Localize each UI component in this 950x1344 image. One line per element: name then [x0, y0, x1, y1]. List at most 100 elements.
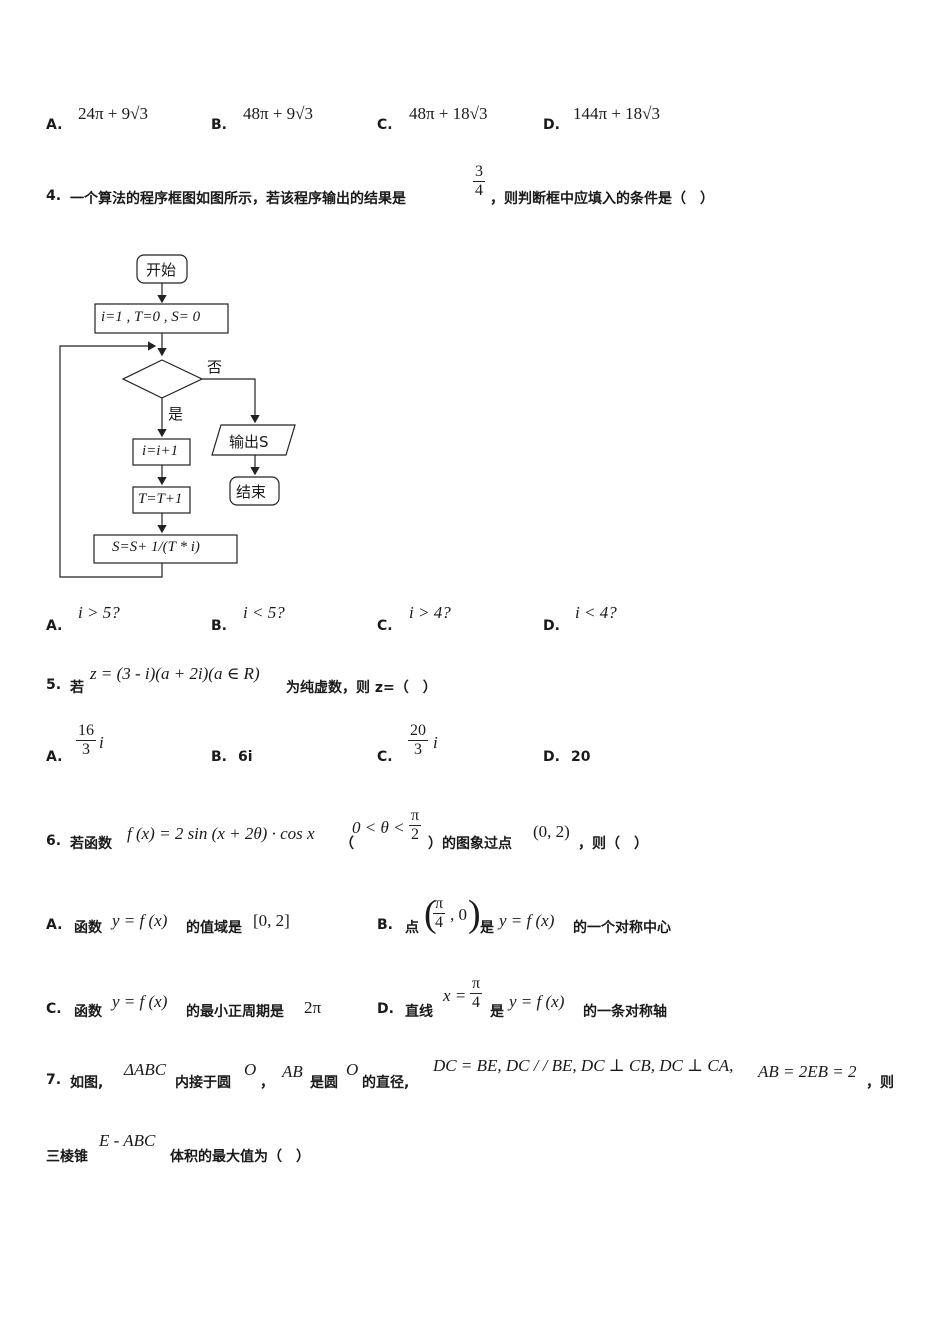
math-expression: E - ABC — [99, 1131, 156, 1150]
math-expression: O — [346, 1060, 359, 1079]
fraction-numerator: 16 — [76, 722, 96, 741]
math-expression: x = — [443, 986, 467, 1005]
fraction: 20 3 — [408, 722, 428, 759]
question-text: ， — [260, 1075, 274, 1091]
step3-label: S=S+ 1/(T * i) — [112, 539, 200, 555]
end-label: 结束 — [236, 483, 267, 501]
math-expression: z = (3 - i)(a + 2i)(a ∈ R) — [90, 664, 260, 683]
option-label: C. — [46, 1001, 62, 1017]
option-label: C. — [377, 618, 393, 634]
question-text: ，则 — [866, 1075, 894, 1091]
math-expression: f (x) = 2 sin (x + 2θ) · cos x — [127, 824, 315, 843]
math-expression: y = f (x) — [509, 992, 565, 1011]
step3-box — [93, 534, 238, 564]
option-label: D. — [543, 749, 560, 765]
option-label: B. — [377, 917, 393, 933]
option-text: 函数 — [74, 920, 102, 936]
fraction-numerator: 20 — [408, 722, 428, 741]
math-expression: y = f (x) — [499, 911, 555, 930]
question-text: （ — [340, 836, 354, 852]
math-expression: [0, 2] — [253, 911, 290, 930]
paren-left: ( — [424, 893, 437, 935]
math-expression: AB = 2EB = 2 — [758, 1062, 857, 1081]
option-label: D. — [543, 618, 560, 634]
option-text: 的一个对称中心 — [573, 920, 671, 936]
option-text: 48π + 18√3 — [409, 104, 488, 123]
option-label: A. — [46, 749, 63, 765]
step2-label: T=T+1 — [138, 491, 183, 507]
option-label: C. — [377, 749, 393, 765]
question-text: 体积的最大值为（ ） — [170, 1149, 310, 1165]
fraction: π 4 — [433, 895, 446, 932]
math-expression: ΔABC — [124, 1060, 167, 1079]
option-label: D. — [377, 1001, 394, 1017]
end-box — [229, 476, 280, 506]
fraction-denominator: 4 — [475, 182, 483, 199]
fraction-numerator: π — [433, 895, 446, 914]
math-expression: 0 < θ < — [352, 818, 405, 837]
question-text: 内接于圆 — [175, 1075, 231, 1091]
option-text: 的一条对称轴 — [583, 1004, 667, 1020]
fraction: 3 4 — [473, 163, 485, 200]
paren-right: ) — [468, 893, 481, 935]
decision-diamond — [121, 359, 204, 399]
math-expression: y = f (x) — [112, 992, 168, 1011]
start-label: 开始 — [146, 261, 177, 279]
output-label: 输出S — [229, 433, 269, 451]
step1-label: i=i+1 — [142, 443, 179, 459]
math-expression: y = f (x) — [112, 911, 168, 930]
fraction-numerator: π — [409, 807, 422, 826]
option-text: 是 — [490, 1004, 504, 1020]
option-text: 函数 — [74, 1004, 102, 1020]
imaginary-unit: i — [99, 733, 104, 752]
question-text: 的直径, — [362, 1075, 410, 1091]
option-text: 的值域是 — [186, 920, 242, 936]
option-label: D. — [543, 117, 560, 133]
question-text: 为纯虚数，则 z=（ ） — [286, 680, 437, 696]
option-text: 直线 — [405, 1004, 433, 1020]
question-text: 一个算法的程序框图如图所示，若该程序输出的结果是 — [70, 191, 406, 207]
option-text: i < 4? — [575, 603, 617, 622]
option-text: 20 — [571, 749, 591, 765]
fraction-numerator: π — [470, 975, 483, 994]
question-text: 如图, — [70, 1075, 104, 1091]
question-text: 若 — [70, 680, 84, 696]
no-label: 否 — [207, 358, 223, 376]
question-text: ，则（ ） — [578, 836, 648, 852]
fraction: 16 3 — [76, 722, 96, 759]
option-text: 6i — [238, 749, 253, 765]
math-expression: , 0 — [450, 905, 467, 924]
option-text: 是 — [480, 920, 494, 936]
question-text: 三棱锥 — [46, 1149, 88, 1165]
question-text: 若函数 — [70, 836, 112, 852]
init-label: i=1 , T=0 , S= 0 — [101, 309, 201, 325]
option-text: 24π + 9√3 — [78, 104, 149, 123]
math-expression: (0, 2) — [533, 822, 570, 841]
fraction: π 2 — [409, 807, 422, 844]
fraction-denominator: 4 — [435, 914, 444, 931]
question-number: 4. — [46, 188, 62, 204]
option-label: B. — [211, 618, 227, 634]
question-number: 7. — [46, 1072, 62, 1088]
option-text: 点 — [405, 920, 419, 936]
option-label: B. — [211, 117, 227, 133]
flowchart — [59, 254, 296, 578]
output-box — [211, 424, 296, 456]
option-label: A. — [46, 917, 63, 933]
math-expression: 2π — [304, 998, 322, 1017]
option-text: i > 5? — [78, 603, 120, 622]
question-text: ）的图象过点 — [428, 836, 512, 852]
fraction-numerator: 3 — [473, 163, 485, 182]
question-number: 6. — [46, 833, 62, 849]
imaginary-unit: i — [433, 733, 438, 752]
fraction: π 4 — [470, 975, 483, 1012]
option-label: A. — [46, 117, 63, 133]
option-text: i > 4? — [409, 603, 451, 622]
option-text: i < 5? — [243, 603, 285, 622]
yes-label: 是 — [168, 405, 184, 423]
fraction-denominator: 2 — [411, 826, 420, 843]
math-expression: AB — [282, 1062, 303, 1081]
math-expression: O — [244, 1060, 257, 1079]
option-text: 144π + 18√3 — [573, 104, 661, 123]
math-expression: DC = BE, DC / / BE, DC ⊥ CB, DC ⊥ CA, — [433, 1056, 734, 1075]
